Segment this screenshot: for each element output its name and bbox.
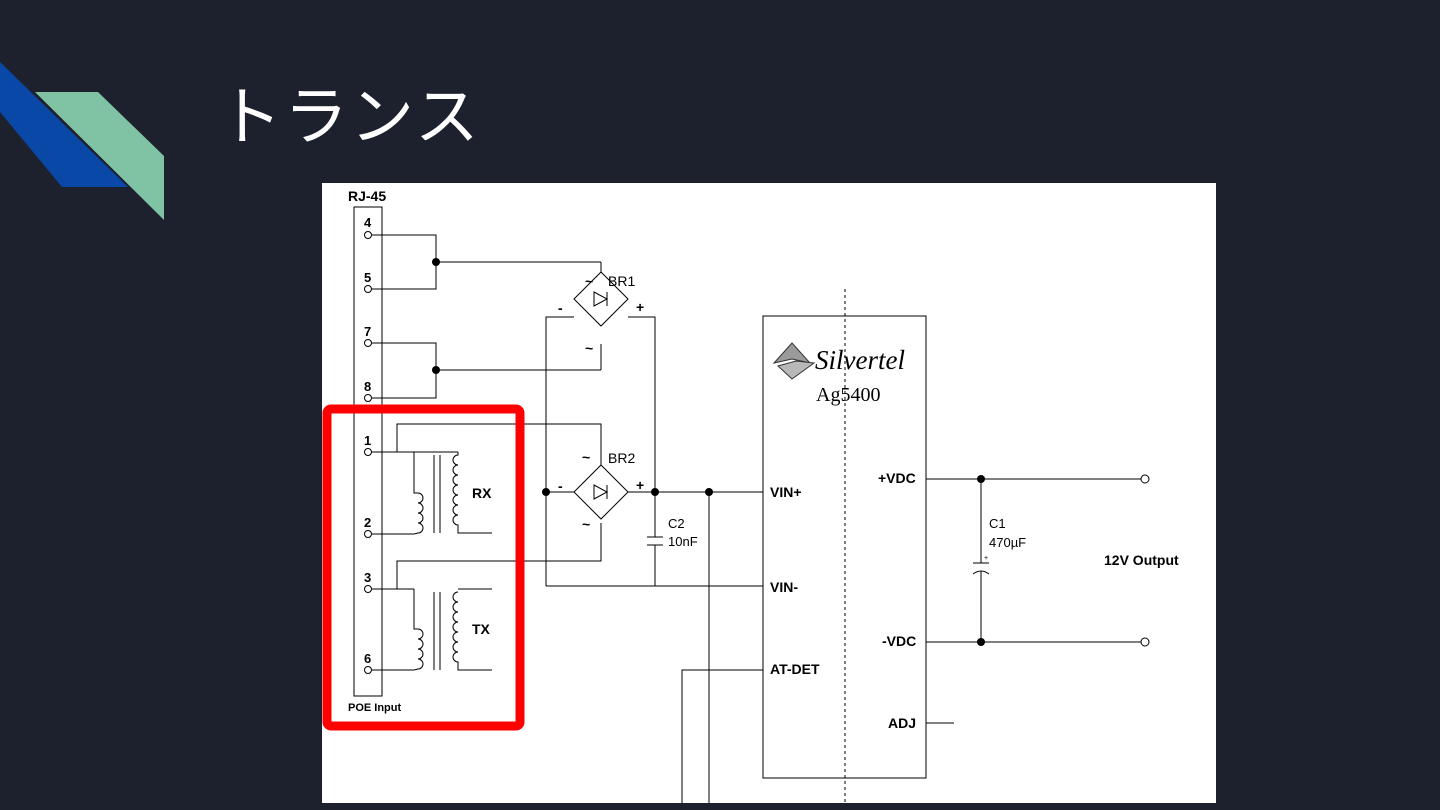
c1-name: C1 [989,516,1006,531]
pin-vdc-plus: +VDC [878,470,916,486]
c1-polarity: + [984,555,988,562]
br1-ac2: ~ [585,340,593,356]
wires-dc-bus [546,491,763,803]
br1-label: BR1 [608,273,635,289]
br2-ac1: ~ [582,449,590,465]
tx-label: TX [472,621,491,637]
c2-name: C2 [668,516,685,531]
pin-vdc-minus: -VDC [882,633,916,649]
rj45-label: RJ-45 [348,188,386,204]
deco-green-stripe [35,92,164,220]
module-model: Ag5400 [816,384,880,406]
pin-label-4: 4 [364,215,372,230]
corner-decoration [0,62,164,220]
br1-neg: - [558,300,563,316]
pin-label-3: 3 [364,570,371,585]
transformer-highlight-box [322,404,525,731]
c2-capacitor [647,536,663,546]
c1-value: 470µF [989,535,1026,550]
br1-pos: + [636,299,644,315]
poe-schematic: RJ-45 POE Input 4 5 7 8 1 2 3 6 BR1 ~ [322,188,1179,803]
wires-output [926,478,1141,724]
br2-pos: + [636,477,644,493]
c1-capacitor [972,562,990,575]
pin-label-7: 7 [364,324,371,339]
pin-at-det: AT-DET [770,661,820,677]
rx-label: RX [472,485,492,501]
br2-neg: - [558,478,563,494]
br1-bridge-rectifier [573,271,629,327]
pin-label-1: 1 [364,433,371,448]
pin-vin-minus: VIN- [770,579,798,595]
deco-blue-stripe [0,62,128,187]
pin-adj: ADJ [888,715,916,731]
wires-transformers [372,423,602,671]
br2-bridge-rectifier [573,464,629,520]
pin-vin-plus: VIN+ [770,484,802,500]
module-brand: Silvertel [815,345,905,375]
output-terminals [1140,474,1150,647]
pin-label-6: 6 [364,651,371,666]
pin-terminals [364,231,372,674]
schematic-image: RJ-45 POE Input 4 5 7 8 1 2 3 6 BR1 ~ [322,183,1216,803]
pin-label-5: 5 [364,270,371,285]
br1-ac1: ~ [585,273,593,289]
pin-label-8: 8 [364,379,371,394]
pin-label-2: 2 [364,515,371,530]
br2-ac2: ~ [582,516,590,532]
silvertel-logo [772,342,816,380]
poe-input-label: POE Input [348,702,402,714]
slide-title: トランス [218,81,481,155]
c2-value: 10nF [668,534,698,549]
br2-label: BR2 [608,450,635,466]
output-label: 12V Output [1104,552,1179,568]
